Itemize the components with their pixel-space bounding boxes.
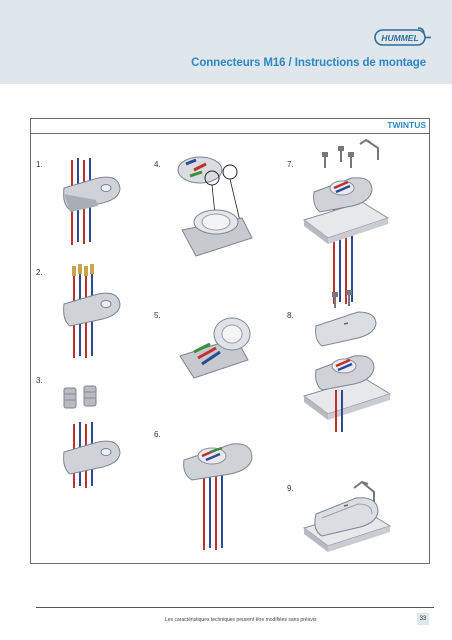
step-2-label: 2. [36,268,43,277]
step-8-illustration [302,290,392,432]
step-8-label: 8. [287,311,294,320]
step-6-illustration [183,443,253,550]
step-1-illustration [63,158,121,245]
step-2-illustration [63,264,121,358]
step-9-label: 9. [287,484,294,493]
step-4-illustration [177,156,253,257]
step-9-illustration [302,480,392,552]
step-5-label: 5. [154,311,161,320]
step-3-illustration [63,385,121,488]
step-7-illustration [302,138,390,304]
hummel-logo: HUMMEL [374,27,431,46]
step-4-label: 4. [154,160,161,169]
step-6-label: 6. [154,430,161,439]
section-label: TWINTUS [387,120,426,130]
page-number: 33 [417,613,429,625]
step-5-illustration [179,317,251,379]
page-title: Connecteurs M16 / Instructions de montag… [191,57,426,69]
section-band: TWINTUS [31,119,429,134]
footer-disclaimer: Les caractéristiques techniques peuvent … [165,617,317,623]
svg-text:HUMMEL: HUMMEL [381,33,418,43]
footer-rule [36,607,434,608]
step-7-label: 7. [287,160,294,169]
instructions-frame: TWINTUS [30,118,430,564]
step-1-label: 1. [36,160,43,169]
step-3-label: 3. [36,376,43,385]
